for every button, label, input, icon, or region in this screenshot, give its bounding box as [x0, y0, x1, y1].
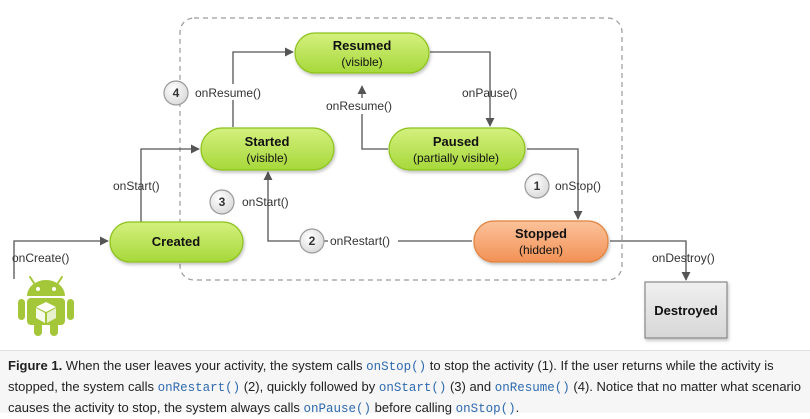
figure-caption: Figure 1. When the user leaves your acti…	[8, 356, 803, 419]
state-started-box	[200, 127, 335, 171]
state-destroyed: Destroyed	[644, 281, 728, 339]
label-onrestart: onRestart()	[330, 234, 390, 248]
badge-1-number: 1	[534, 179, 541, 193]
arrow-launch-to-created	[13, 236, 109, 279]
label-onresume-started: onResume()	[195, 86, 261, 100]
badge-2: 2	[299, 228, 325, 254]
caption-text: before calling	[371, 400, 456, 415]
label-bg	[190, 84, 272, 100]
code-onpause[interactable]: onPause()	[303, 402, 372, 416]
state-stopped-title: Stopped	[515, 226, 567, 241]
state-paused-subtitle: (partially visible)	[413, 151, 499, 165]
activity-lifecycle-diagram: Resumed (visible) Started (visible) Paus…	[12, 17, 728, 339]
code-onrestart[interactable]: onRestart()	[157, 381, 241, 395]
state-started-title: Started	[245, 134, 290, 149]
caption-text: (4). Notice that no matter what scenario…	[8, 379, 801, 415]
label-ondestroy: onDestroy()	[652, 251, 715, 265]
caption-background	[0, 350, 810, 413]
code-onstop[interactable]: onStop()	[366, 360, 427, 374]
transition-arrows	[13, 47, 691, 281]
label-onpause: onPause()	[462, 86, 517, 100]
state-resumed-title: Resumed	[333, 38, 392, 53]
label-bg	[322, 98, 400, 114]
badge-3: 3	[209, 189, 235, 215]
label-onstart-restart: onStart()	[242, 195, 289, 209]
state-started-subtitle: (visible)	[246, 151, 287, 165]
caption-text: When the user leaves your activity, the …	[62, 358, 367, 373]
state-created: Created	[109, 221, 244, 263]
state-paused: Paused (partially visible)	[388, 127, 526, 171]
state-created-title: Created	[152, 234, 200, 249]
arrow-started-to-resumed	[232, 47, 294, 127]
state-paused-box	[388, 127, 526, 171]
state-created-box	[109, 221, 244, 263]
badge-2-number: 2	[309, 234, 316, 248]
arrow-paused-to-resumed	[357, 85, 388, 150]
state-destroyed-title: Destroyed	[654, 303, 718, 318]
state-stopped-subtitle: (hidden)	[519, 243, 563, 257]
state-destroyed-box	[644, 281, 728, 339]
app-cube-icon	[36, 302, 56, 323]
label-oncreate: onCreate()	[12, 251, 69, 265]
caption-text: (2), quickly followed by	[240, 379, 379, 394]
android-robot-icon	[18, 276, 74, 336]
code-onstop-2[interactable]: onStop()	[455, 402, 516, 416]
arrow-stopped-to-destroyed	[610, 240, 691, 281]
code-onresume[interactable]: onResume()	[494, 381, 570, 395]
label-bg	[328, 234, 398, 249]
state-stopped-box	[473, 220, 609, 263]
arrow-stopped-to-started	[263, 171, 472, 242]
arrow-paused-to-stopped	[527, 148, 583, 220]
state-resumed-box	[294, 32, 430, 74]
label-onresume-paused: onResume()	[326, 99, 392, 113]
caption-text: to stop the activity (1). If the user re…	[8, 358, 774, 394]
badge-1: 1	[524, 173, 550, 199]
arrow-created-to-started	[140, 144, 200, 223]
label-onstop: onStop()	[555, 179, 601, 193]
state-paused-title: Paused	[433, 134, 479, 149]
code-onstart[interactable]: onStart()	[378, 381, 447, 395]
callback-labels: onResume() onPause() onResume() onStart(…	[12, 84, 715, 265]
state-started: Started (visible)	[200, 127, 335, 171]
arrow-resumed-to-paused	[430, 51, 495, 127]
figure-label: Figure 1.	[8, 358, 63, 373]
badge-3-number: 3	[219, 195, 226, 209]
state-resumed: Resumed (visible)	[294, 32, 430, 74]
badge-4-number: 4	[173, 86, 180, 100]
label-onstart-created: onStart()	[113, 179, 160, 193]
state-stopped: Stopped (hidden)	[473, 220, 609, 263]
state-resumed-subtitle: (visible)	[341, 55, 382, 69]
caption-text: .	[515, 400, 520, 415]
caption-text: (3) and	[446, 379, 495, 394]
badge-4: 4	[163, 80, 189, 106]
